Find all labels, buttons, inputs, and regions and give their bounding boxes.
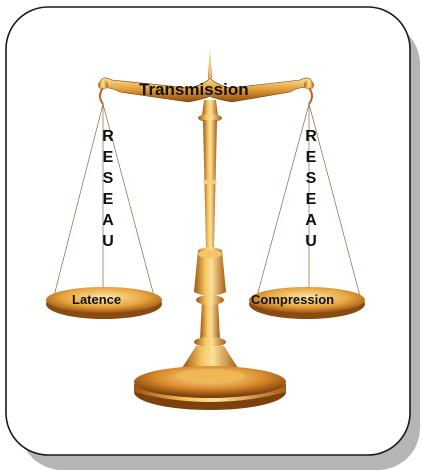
left-pan-strings: [53, 103, 155, 297]
base: [134, 366, 286, 410]
right-column-letter: E: [305, 191, 317, 208]
beam: [98, 46, 314, 105]
right-pan-strings: [256, 103, 361, 297]
left-column-letter: S: [102, 170, 114, 187]
left-column-letter: U: [102, 233, 114, 250]
right-column-letter: A: [305, 212, 317, 229]
left-column-letter: E: [102, 149, 114, 166]
left-column-letter: E: [102, 191, 114, 208]
left-pan: [46, 287, 162, 319]
pillar: [182, 100, 238, 368]
left-column-letter: A: [102, 212, 114, 229]
right-pan: [249, 287, 365, 319]
right-column-letter: E: [305, 149, 317, 166]
right-column-letter: S: [305, 170, 317, 187]
right-column-letter: R: [305, 128, 317, 145]
right-pan-label: Compression: [251, 292, 335, 307]
right-column-letter: U: [305, 233, 317, 250]
left-pan-label: Latence: [72, 292, 122, 307]
left-column-letter: R: [102, 128, 114, 145]
